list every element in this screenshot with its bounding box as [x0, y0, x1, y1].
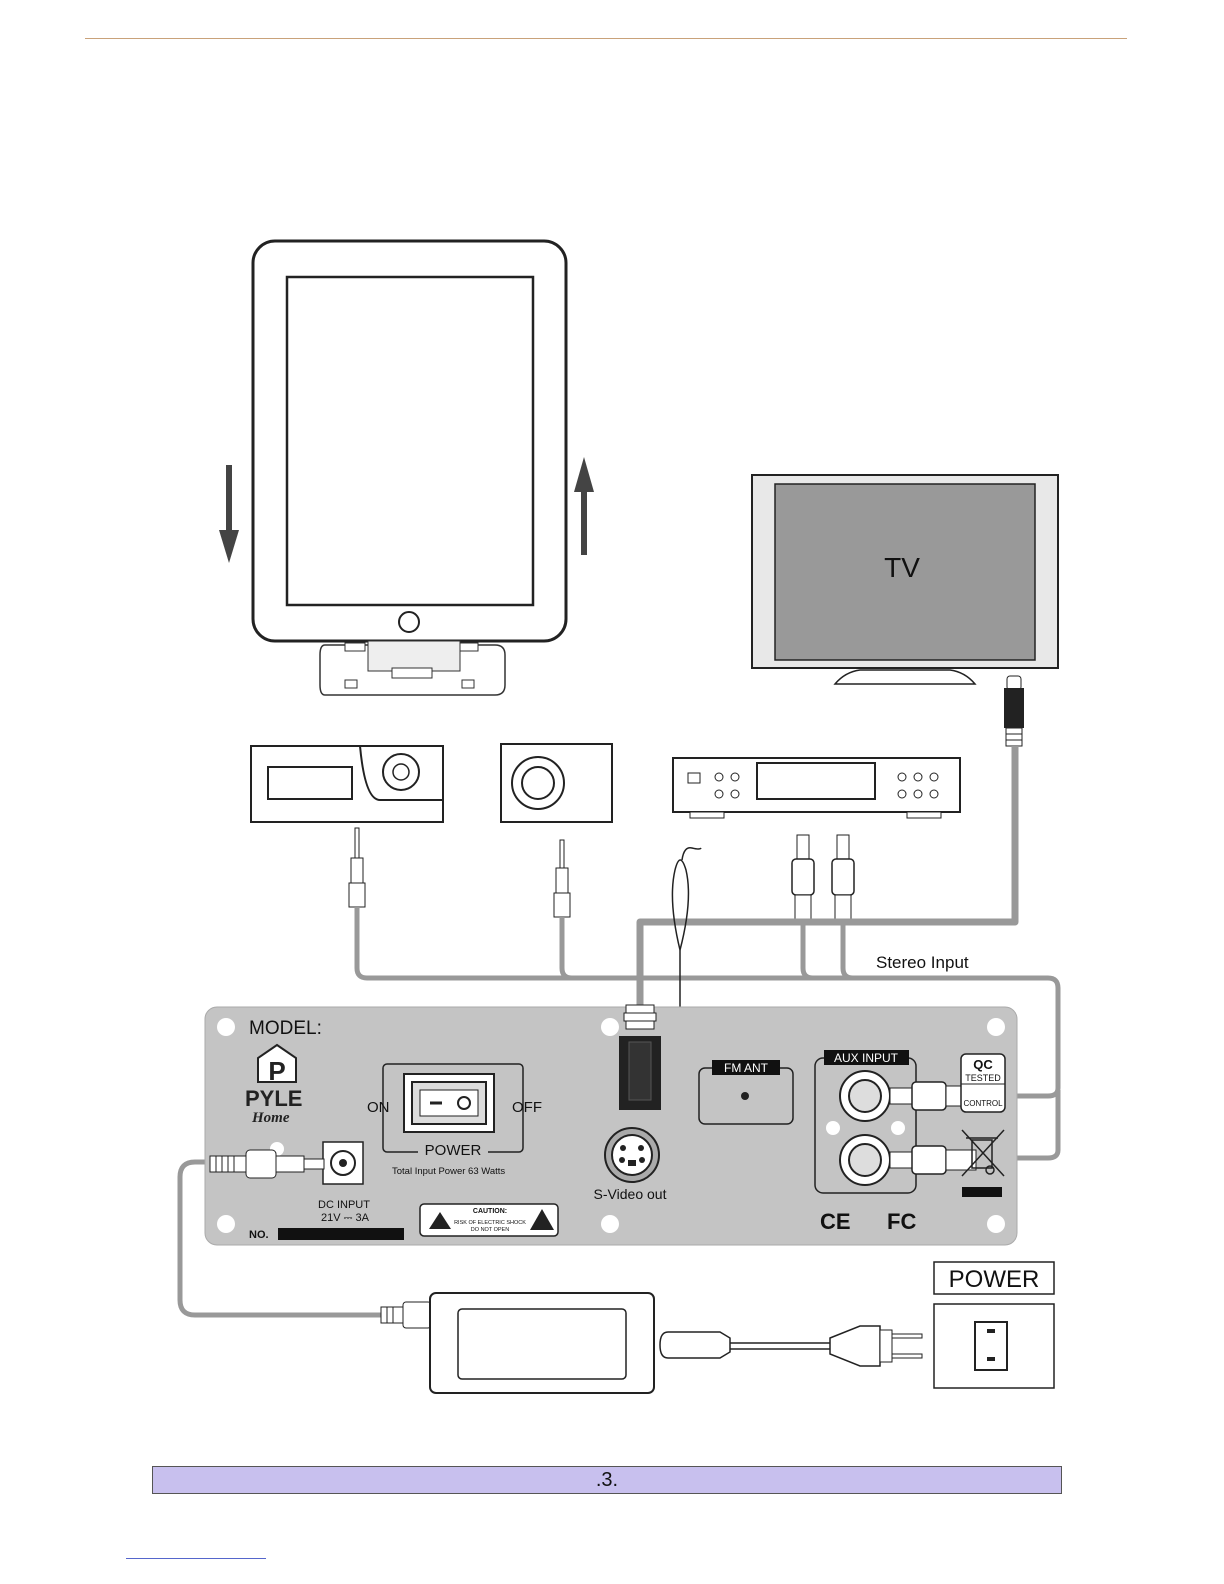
- power-switch-label: POWER: [425, 1142, 482, 1159]
- caution-line-2: DO NOT OPEN: [471, 1227, 509, 1233]
- ipad-device: [253, 241, 566, 641]
- svg-text:Home: Home: [251, 1110, 290, 1126]
- ce-mark: CE: [820, 1209, 851, 1234]
- dc-input-jack[interactable]: [323, 1142, 363, 1184]
- serial-number-bar: [278, 1228, 404, 1240]
- rca-plug-left: [792, 835, 814, 921]
- power-outlet-socket[interactable]: [975, 1322, 1007, 1370]
- page-number: .3.: [596, 1469, 618, 1492]
- caution-title: CAUTION:: [473, 1208, 507, 1215]
- svg-text:P: P: [268, 1056, 285, 1086]
- footer-rule: [126, 1558, 266, 1559]
- aux-input-jack-left[interactable]: [840, 1071, 890, 1121]
- switch-off-label: OFF: [512, 1099, 542, 1116]
- tv-label: TV: [884, 552, 920, 583]
- serial-no-label: NO.: [249, 1229, 269, 1241]
- aux-jack-plug-2: [554, 840, 570, 917]
- power-outlet-label: POWER: [949, 1266, 1040, 1293]
- cd-player-device: [501, 744, 612, 822]
- qc-sticker: QC TESTED CONTROL: [961, 1054, 1005, 1112]
- ac-power-cord: [660, 1326, 922, 1366]
- total-power-text: Total Input Power 63 Watts: [392, 1166, 505, 1177]
- svideo-out-port[interactable]: [605, 1128, 659, 1182]
- rca-plug-right: [832, 835, 854, 921]
- dc-adapter-plug: [381, 1302, 431, 1328]
- fm-antenna-jack[interactable]: [741, 1092, 749, 1100]
- qc-label: QC: [973, 1057, 993, 1072]
- dock-base: [320, 641, 505, 695]
- rear-panel: MODEL: P PYLE Home ON OFF POWER Total In…: [205, 1005, 1017, 1245]
- mp3-player-device: [251, 746, 443, 822]
- ipad-home-button: [399, 612, 419, 632]
- svideo-out-label: S-Video out: [594, 1186, 667, 1202]
- qc-tested-label: TESTED: [965, 1073, 1001, 1083]
- dc-input-label: DC INPUT: [318, 1199, 370, 1211]
- caution-line-1: RISK OF ELECTRIC SHOCK: [454, 1220, 526, 1226]
- switch-on-label: ON: [367, 1099, 390, 1116]
- model-label: MODEL:: [249, 1018, 322, 1039]
- tv-device: TV: [752, 475, 1058, 684]
- aux-jack-plug-1: [349, 828, 365, 907]
- power-adapter-brick: [430, 1293, 654, 1393]
- fc-mark: FC: [887, 1209, 916, 1234]
- dvd-player-device: [673, 758, 960, 818]
- aux-input-label: AUX INPUT: [834, 1051, 899, 1065]
- tv-svideo-plug: [1004, 676, 1024, 746]
- page-number-bar: .3.: [152, 1466, 1062, 1494]
- insert-arrow-down: [219, 465, 239, 563]
- dc-input-spec: 21V ⎓ 3A: [321, 1212, 370, 1224]
- fm-ant-label: FM ANT: [724, 1061, 769, 1075]
- aux-input-jack-right[interactable]: [840, 1135, 890, 1185]
- svideo-plug: [619, 1005, 661, 1110]
- remove-arrow-up: [574, 457, 594, 555]
- power-rocker-switch[interactable]: [404, 1074, 494, 1132]
- caution-label-box: CAUTION: RISK OF ELECTRIC SHOCK DO NOT O…: [420, 1204, 558, 1236]
- stereo-input-label: Stereo Input: [876, 953, 969, 972]
- svg-text:PYLE: PYLE: [245, 1086, 302, 1111]
- qc-control-label: CONTROL: [963, 1099, 1003, 1108]
